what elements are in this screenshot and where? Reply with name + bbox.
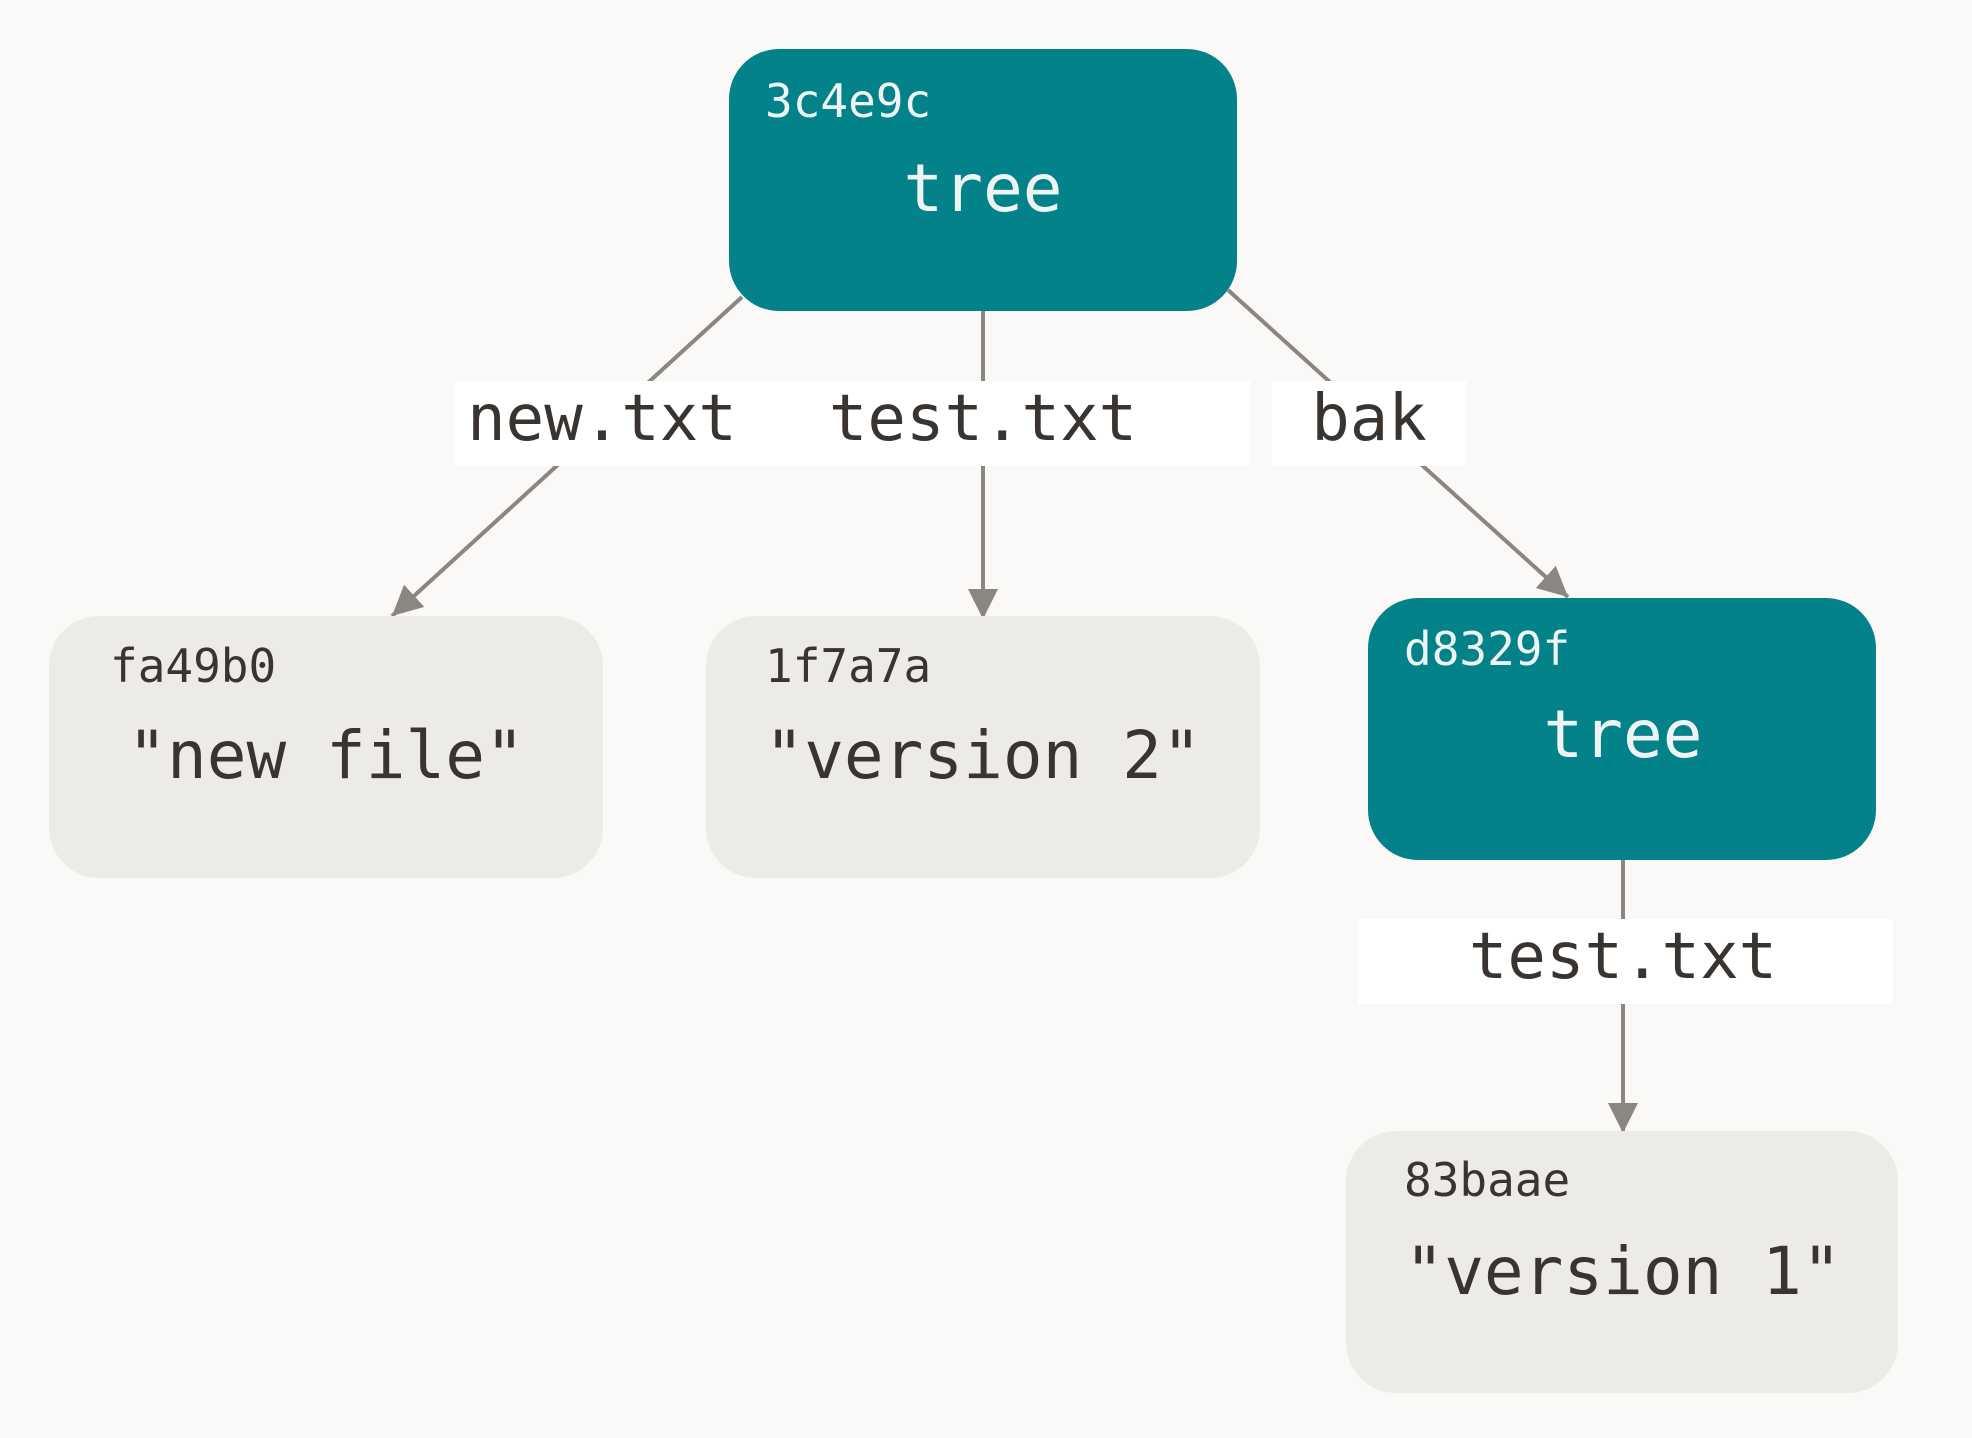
edge-label-bak-test-txt: test.txt (1469, 920, 1777, 994)
node-blob-new-file-hash: fa49b0 (110, 639, 276, 693)
edge-labels: new.txt test.txt bak test.txt (455, 381, 1893, 1004)
node-root-tree-hash: 3c4e9c (765, 74, 931, 128)
node-blob-version1-content: "version 1" (1404, 1233, 1841, 1310)
node-blob-version1: 83baae "version 1" (1346, 1131, 1898, 1393)
node-root-tree: 3c4e9c tree (729, 49, 1237, 311)
node-bak-tree-hash: d8329f (1404, 622, 1570, 676)
node-blob-new-file-box (49, 616, 603, 878)
edge-label-new-txt: new.txt (467, 382, 737, 456)
edge-label-background-bak-test (1358, 919, 1893, 1004)
node-blob-version2-content: "version 2" (764, 717, 1201, 794)
node-blob-version2-hash: 1f7a7a (765, 639, 931, 693)
node-blob-new-file-content: "new file" (127, 717, 524, 794)
node-root-tree-kind: tree (904, 150, 1063, 227)
node-blob-version2-box (706, 616, 1260, 878)
edge-label-test-txt: test.txt (829, 382, 1137, 456)
edge-label-background-root (455, 381, 1250, 466)
edge-label-background-bak (1272, 381, 1466, 466)
node-blob-version1-hash: 83baae (1404, 1153, 1570, 1207)
node-blob-new-file: fa49b0 "new file" (49, 616, 603, 878)
node-blob-version1-box (1346, 1131, 1898, 1393)
edge-label-bak: bak (1311, 382, 1427, 456)
node-bak-tree-kind: tree (1544, 696, 1703, 773)
node-bak-tree: d8329f tree (1368, 598, 1876, 860)
node-root-tree-box (729, 49, 1237, 311)
node-blob-version2: 1f7a7a "version 2" (706, 616, 1260, 878)
node-bak-tree-box (1368, 598, 1876, 860)
